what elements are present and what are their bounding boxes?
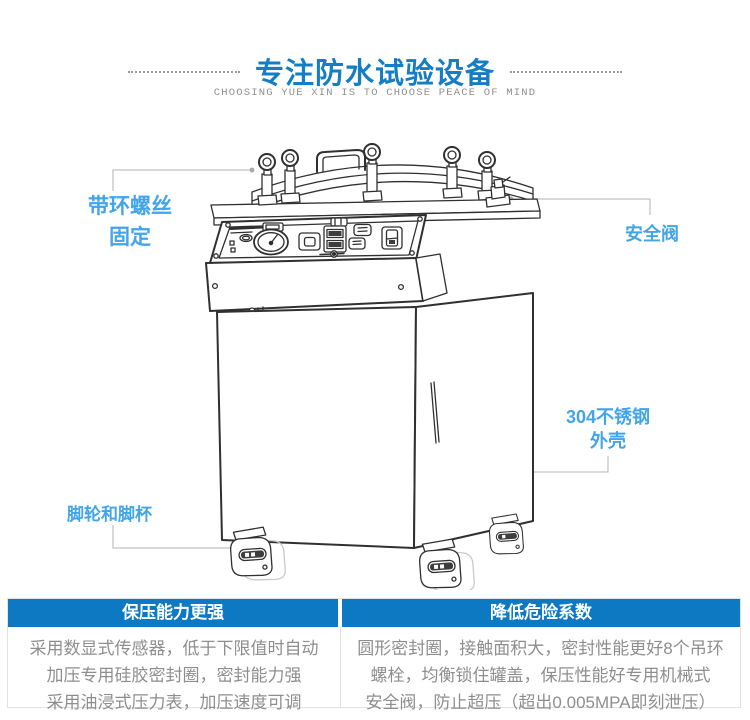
- feature-left-line1: 采用数显式传感器，低于下限值时自动: [29, 639, 319, 658]
- machine-drawing: [205, 143, 541, 590]
- callout-ring-screw-line1: 带环螺丝: [88, 195, 172, 218]
- tank-body-front: [216, 306, 417, 549]
- feature-body-left: 采用数显式传感器，低于下限值时自动 加压专用硅胶密封圈，密封能力强 采用油浸式压…: [8, 627, 340, 712]
- page-subtitle: CHOOSING YUE XIN IS TO CHOOSE PEACE OF M…: [213, 87, 537, 99]
- dotted-line-left: [127, 71, 240, 73]
- feature-left-line3: 采用油浸式压力表，加压速度可调: [46, 693, 302, 712]
- feature-right-line1: 圆形密封圈，接触面积大，密封性能更好8个吊环: [357, 639, 724, 658]
- machine-illustration: [112, 143, 651, 590]
- callout-stainless-shell-line1: 304不锈钢: [565, 407, 651, 427]
- dotted-line-right: [510, 71, 622, 73]
- feature-body-right: 圆形密封圈，接触面积大，密封性能更好8个吊环 螺栓，均衡锁住罐盖，保压性能好专用…: [341, 627, 740, 712]
- caster-wheel-front-left: [230, 526, 286, 581]
- lid-handle: [316, 149, 366, 173]
- feature-right-line2: 螺栓，均衡锁住罐盖，保压性能好专用机械式: [370, 666, 711, 685]
- tank-body-side: [413, 292, 534, 549]
- caster-wheel-front-right: [419, 538, 475, 590]
- feature-header-left: 保压能力更强: [8, 599, 338, 627]
- feature-right-line3: 安全阀，防止超压（超出0.005MPA即刻泄压）: [365, 693, 716, 712]
- page-title: 专注防水试验设备: [254, 58, 495, 90]
- safety-valve-part: [485, 176, 511, 208]
- caster-wheel-back-right: [488, 513, 524, 555]
- callout-stainless-shell-line2: 外壳: [590, 431, 626, 451]
- feature-header-right: 降低危险系数: [342, 599, 740, 627]
- header-title-row: 专注防水试验设备: [0, 49, 750, 93]
- callout-ring-screw-line2: 固定: [109, 226, 151, 249]
- callout-stainless-shell: 304不锈钢 外壳: [551, 405, 665, 453]
- feature-left-line2: 加压专用硅胶密封圈，密封能力强: [46, 666, 302, 685]
- control-panel: [209, 214, 427, 264]
- callout-ring-screw: 带环螺丝 固定: [76, 191, 184, 253]
- feature-divider: [340, 627, 341, 707]
- callout-safety-valve: 安全阀: [625, 224, 679, 244]
- feature-section: 保压能力更强 降低危险系数 采用数显式传感器，低于下限值时自动 加压专用硅胶密封…: [7, 598, 741, 712]
- callout-casters: 脚轮和脚杯: [67, 505, 152, 524]
